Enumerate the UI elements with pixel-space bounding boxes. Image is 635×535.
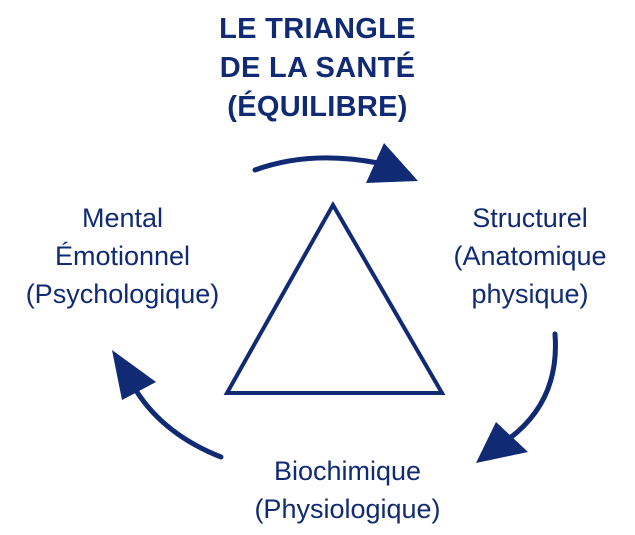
- arrow-right-head-icon: [476, 422, 528, 463]
- arrow-left-head-icon: [112, 350, 156, 400]
- arrow-top-head-icon: [366, 143, 418, 183]
- arrow-right-shaft: [507, 331, 558, 441]
- node-mental: Mental Émotionnel (Psychologique): [0, 199, 245, 313]
- title-line-3: (ÉQUILIBRE): [227, 91, 408, 123]
- node-structurel: Structurel (Anatomique physique): [425, 199, 635, 313]
- node-structurel-line-3: physique): [471, 279, 589, 309]
- diagram-title: LE TRIANGLE DE LA SANTÉ (ÉQUILIBRE): [0, 10, 635, 127]
- title-line-2: DE LA SANTÉ: [219, 52, 416, 84]
- node-structurel-line-1: Structurel: [472, 203, 588, 233]
- node-structurel-line-2: (Anatomique: [453, 241, 607, 271]
- triangle-icon: [223, 200, 446, 395]
- node-mental-line-2: Émotionnel: [54, 241, 191, 271]
- arrow-top-shaft: [252, 155, 381, 173]
- title-line-1: LE TRIANGLE: [219, 13, 416, 45]
- node-biochimique-line-2: (Physiologique): [254, 494, 441, 524]
- node-mental-line-1: Mental: [81, 203, 164, 233]
- arrow-left-shaft: [134, 389, 224, 460]
- node-biochimique: Biochimique (Physiologique): [195, 452, 500, 528]
- node-biochimique-line-1: Biochimique: [273, 456, 422, 486]
- node-mental-line-3: (Psychologique): [25, 279, 220, 309]
